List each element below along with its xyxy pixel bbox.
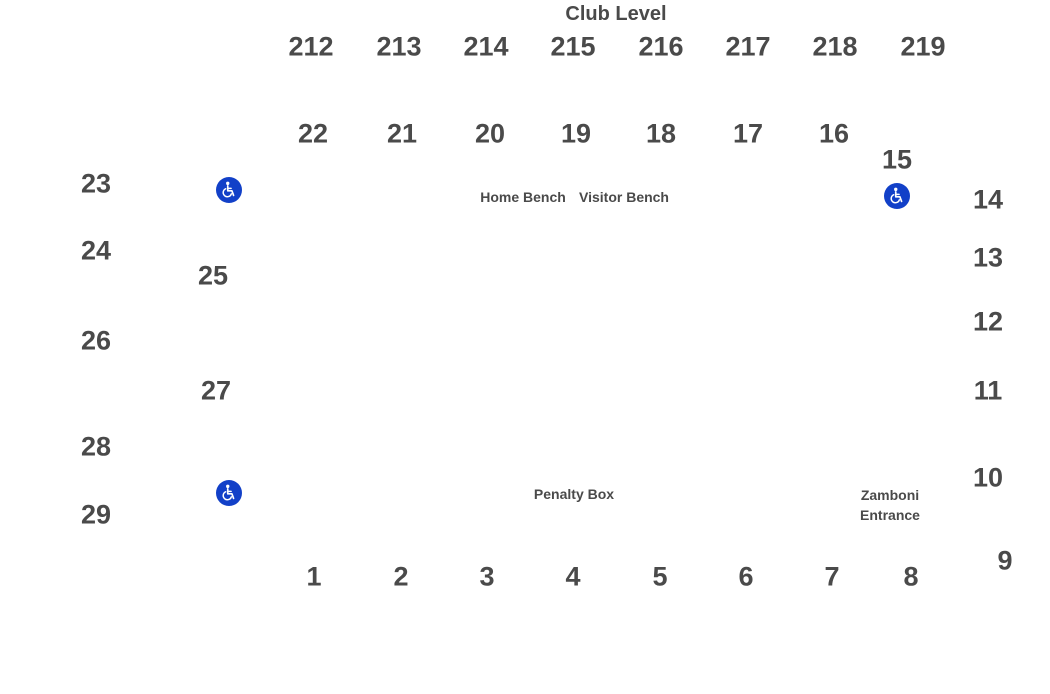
section-5[interactable]: 5 bbox=[652, 561, 668, 592]
zamboni-label-line2: Entrance bbox=[860, 507, 920, 523]
section-21[interactable]: 21 bbox=[386, 118, 418, 149]
section-29[interactable]: 29 bbox=[80, 499, 112, 530]
section-213[interactable]: 213 bbox=[376, 31, 422, 62]
section-22[interactable]: 22 bbox=[297, 118, 329, 149]
section-24[interactable]: 24 bbox=[80, 235, 112, 266]
section-7[interactable]: 7 bbox=[824, 561, 840, 592]
section-25[interactable]: 25 bbox=[197, 260, 229, 291]
section-217[interactable]: 217 bbox=[725, 31, 771, 62]
section-218[interactable]: 218 bbox=[812, 31, 858, 62]
penalty-box-label: Penalty Box bbox=[533, 486, 615, 502]
section-28[interactable]: 28 bbox=[80, 431, 112, 462]
section-1[interactable]: 1 bbox=[306, 561, 322, 592]
wheelchair-icon bbox=[216, 480, 242, 506]
home-bench-label: Home Bench bbox=[480, 189, 566, 205]
section-23[interactable]: 23 bbox=[80, 168, 112, 199]
section-8[interactable]: 8 bbox=[903, 561, 919, 592]
section-26[interactable]: 26 bbox=[80, 325, 112, 356]
section-12[interactable]: 12 bbox=[972, 306, 1004, 337]
section-212[interactable]: 212 bbox=[288, 31, 334, 62]
wheelchair-glyph bbox=[222, 181, 235, 198]
section-215[interactable]: 215 bbox=[550, 31, 596, 62]
section-19[interactable]: 19 bbox=[560, 118, 592, 149]
zamboni-entrance-label: Zamboni Entrance bbox=[860, 485, 920, 525]
map-title: Club Level bbox=[565, 3, 667, 25]
wheelchair-glyph bbox=[890, 187, 903, 204]
wheelchair-glyph bbox=[222, 484, 235, 501]
section-17[interactable]: 17 bbox=[732, 118, 764, 149]
section-11[interactable]: 11 bbox=[973, 375, 1003, 406]
section-27[interactable]: 27 bbox=[200, 375, 232, 406]
section-214[interactable]: 214 bbox=[463, 31, 509, 62]
visitor-bench-label: Visitor Bench bbox=[579, 189, 669, 205]
section-16[interactable]: 16 bbox=[818, 118, 850, 149]
zamboni-label-line1: Zamboni bbox=[860, 487, 920, 503]
section-9[interactable]: 9 bbox=[997, 545, 1013, 576]
section-219[interactable]: 219 bbox=[900, 31, 946, 62]
section-3[interactable]: 3 bbox=[479, 561, 495, 592]
section-10[interactable]: 10 bbox=[972, 462, 1004, 493]
wheelchair-icon bbox=[884, 183, 910, 209]
section-4[interactable]: 4 bbox=[565, 561, 581, 592]
section-2[interactable]: 2 bbox=[393, 561, 409, 592]
section-216[interactable]: 216 bbox=[638, 31, 684, 62]
wheelchair-icon bbox=[216, 177, 242, 203]
section-6[interactable]: 6 bbox=[738, 561, 754, 592]
section-13[interactable]: 13 bbox=[972, 242, 1004, 273]
section-20[interactable]: 20 bbox=[474, 118, 506, 149]
section-15[interactable]: 15 bbox=[881, 144, 913, 175]
section-14[interactable]: 14 bbox=[972, 184, 1004, 215]
section-18[interactable]: 18 bbox=[645, 118, 677, 149]
